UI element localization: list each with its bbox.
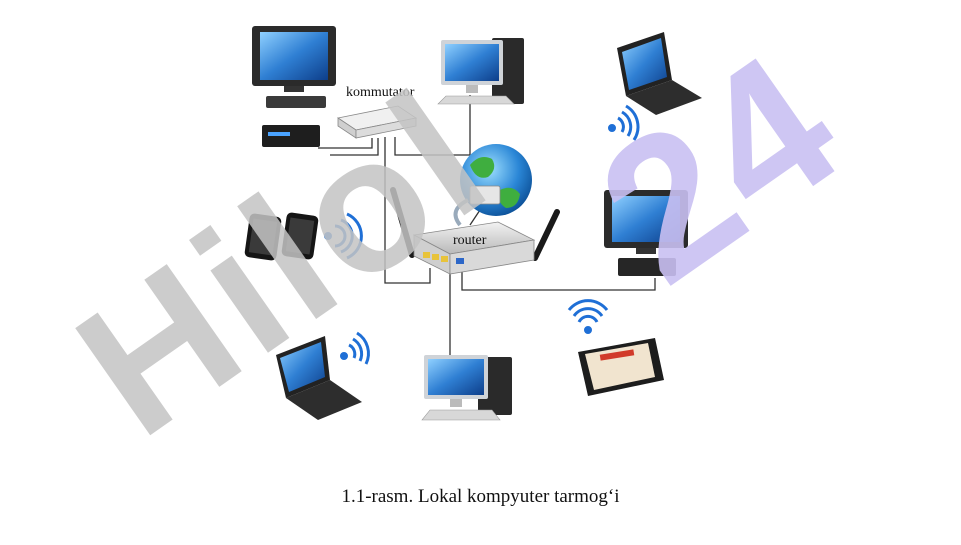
router-icon <box>390 187 560 275</box>
wifi-icon-phones <box>324 212 363 260</box>
router-label: router <box>453 233 487 248</box>
tablet-icon <box>578 338 664 396</box>
wifi-icon-top-right <box>608 104 640 141</box>
switch-label: kommutator <box>346 85 415 100</box>
smartphones-icon <box>244 212 319 261</box>
laptop-top-right-icon <box>617 32 702 115</box>
globe-icon <box>453 144 532 227</box>
network-cables <box>318 95 656 355</box>
switch-icon <box>336 105 418 139</box>
desktop-top-icon <box>437 38 524 105</box>
laptop-bottom-left-icon <box>276 336 362 420</box>
tv-right-icon <box>604 190 688 276</box>
wifi-icon-tablet <box>567 299 609 334</box>
figure-caption: 1.1-rasm. Lokal kompyuter tarmog‘i <box>341 486 620 507</box>
tv-with-receivers-icon <box>252 26 336 147</box>
desktop-bottom-icon <box>421 355 512 421</box>
wifi-icon-laptop <box>340 331 370 365</box>
